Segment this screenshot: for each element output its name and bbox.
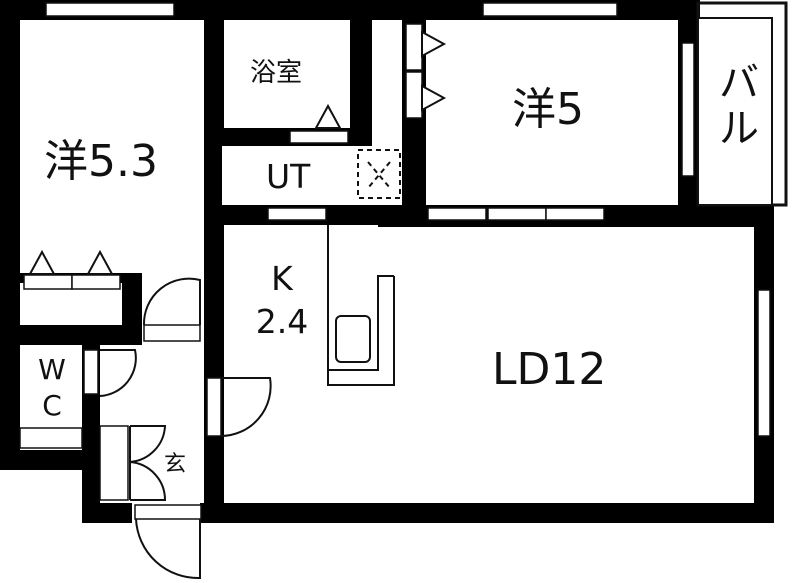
openings: [19, 23, 605, 520]
kitchen-counter: [327, 225, 395, 386]
kitchen-label-line1: K: [271, 259, 293, 298]
door-swings: [99, 277, 272, 580]
room-label-entrance: 玄: [164, 452, 187, 477]
room-label-toilet: W C: [26, 352, 78, 425]
closet-triangle-icon: [28, 30, 447, 275]
room-label-living-dining: LD12: [492, 344, 607, 395]
room-label-balcony: バ ル: [714, 60, 764, 152]
room-label-western-5: 洋5: [512, 84, 584, 135]
washing-machine-pan-icon: [357, 149, 401, 199]
balcony-label-line1: バ: [719, 60, 759, 106]
kitchen-sink-icon: [335, 315, 371, 363]
room-label-western-5-3: 洋5.3: [44, 136, 158, 187]
balcony-label-line2: ル: [719, 106, 759, 152]
windows: [45, 1, 788, 437]
room-label-bathroom: 浴室: [250, 58, 303, 88]
toilet-label-line1: W: [38, 353, 66, 386]
kitchen-label-line2: 2.4: [255, 301, 309, 341]
room-label-kitchen: K 2.4: [252, 258, 312, 344]
room-label-utility: UT: [266, 157, 311, 196]
toilet-label-line2: C: [42, 389, 62, 423]
